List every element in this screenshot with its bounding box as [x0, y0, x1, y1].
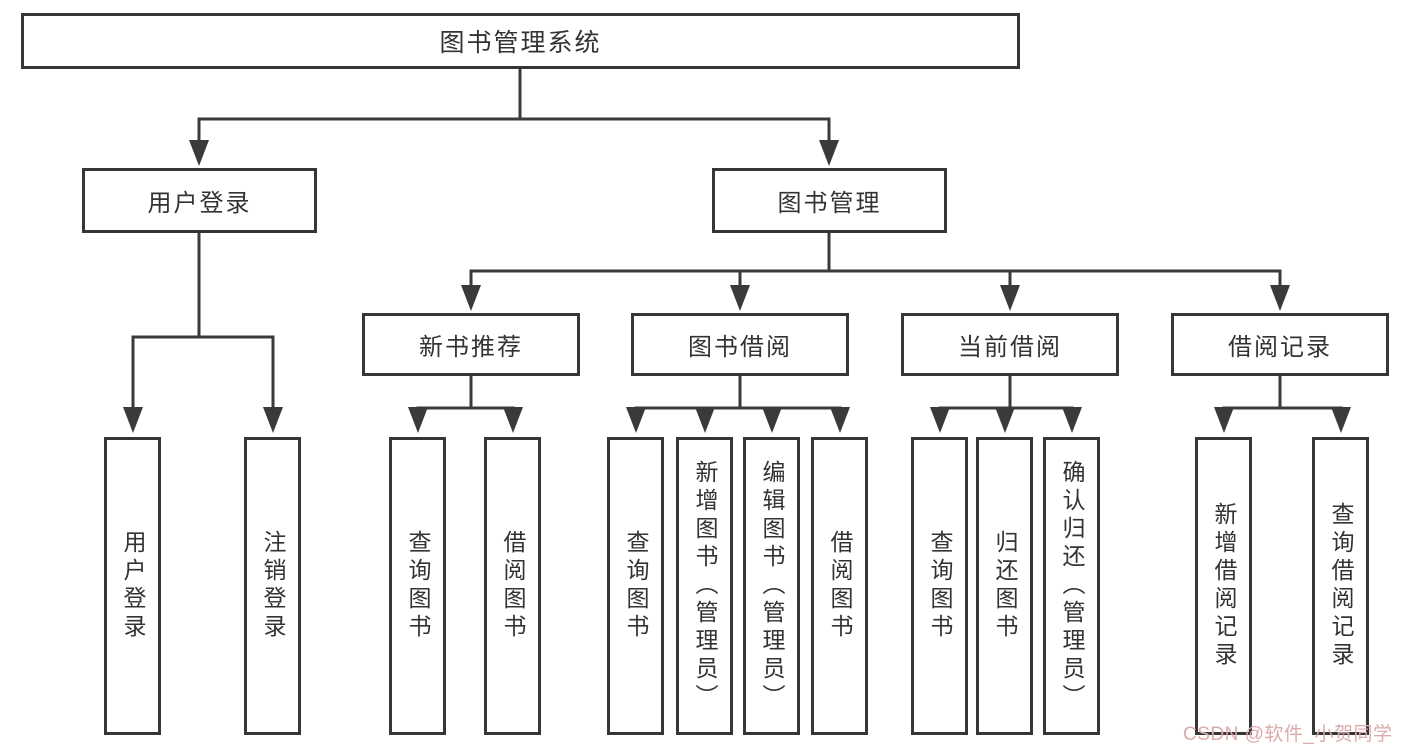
node-root: 图书管理系统	[21, 13, 1020, 69]
node-root-label: 图书管理系统	[439, 29, 602, 57]
node-user-login-label: 用户登录	[147, 190, 252, 217]
leaf-borrow-books-recommend: 借阅图书	[484, 437, 541, 735]
node-current-borrow: 当前借阅	[901, 313, 1119, 376]
leaf-logout-label: 注销登录	[260, 530, 286, 642]
leaf-query-books-recommend: 查询图书	[389, 437, 446, 735]
node-new-book-recommend-label: 新书推荐	[419, 334, 523, 361]
leaf-query-borrow-record: 查询借阅记录	[1312, 437, 1369, 735]
node-book-management: 图书管理	[712, 168, 947, 233]
leaf-return-books: 归还图书	[976, 437, 1033, 735]
leaf-label: 编辑图书（管理员）	[759, 460, 785, 712]
node-book-management-label: 图书管理	[777, 190, 882, 217]
node-user-login: 用户登录	[82, 168, 317, 233]
leaf-label: 归还图书	[992, 530, 1018, 642]
node-book-borrow: 图书借阅	[631, 313, 849, 376]
node-borrow-records-label: 借阅记录	[1228, 334, 1332, 361]
csdn-watermark: CSDN @软件_小贺同学	[1183, 724, 1393, 745]
leaf-label: 查询图书	[623, 530, 649, 642]
leaf-confirm-return-admin: 确认归还（管理员）	[1043, 437, 1100, 735]
leaf-query-books-borrow: 查询图书	[607, 437, 664, 735]
leaf-logout: 注销登录	[244, 437, 301, 735]
leaf-label: 借阅图书	[827, 530, 853, 642]
leaf-label: 查询图书	[927, 530, 953, 642]
leaf-label: 新增借阅记录	[1211, 502, 1237, 670]
leaf-label: 确认归还（管理员）	[1059, 460, 1085, 712]
node-new-book-recommend: 新书推荐	[362, 313, 580, 376]
node-current-borrow-label: 当前借阅	[958, 334, 1062, 361]
leaf-add-books-admin: 新增图书（管理员）	[676, 437, 733, 735]
leaf-user-login-label: 用户登录	[120, 530, 146, 642]
leaf-query-books-current: 查询图书	[911, 437, 968, 735]
node-book-borrow-label: 图书借阅	[688, 334, 792, 361]
leaf-add-borrow-record: 新增借阅记录	[1195, 437, 1252, 735]
leaf-label: 查询图书	[405, 530, 431, 642]
leaf-user-login: 用户登录	[104, 437, 161, 735]
node-borrow-records: 借阅记录	[1171, 313, 1389, 376]
leaf-borrow-books: 借阅图书	[811, 437, 868, 735]
leaf-edit-books-admin: 编辑图书（管理员）	[743, 437, 800, 735]
leaf-label: 新增图书（管理员）	[692, 460, 718, 712]
leaf-label: 查询借阅记录	[1328, 502, 1354, 670]
leaf-label: 借阅图书	[500, 530, 526, 642]
